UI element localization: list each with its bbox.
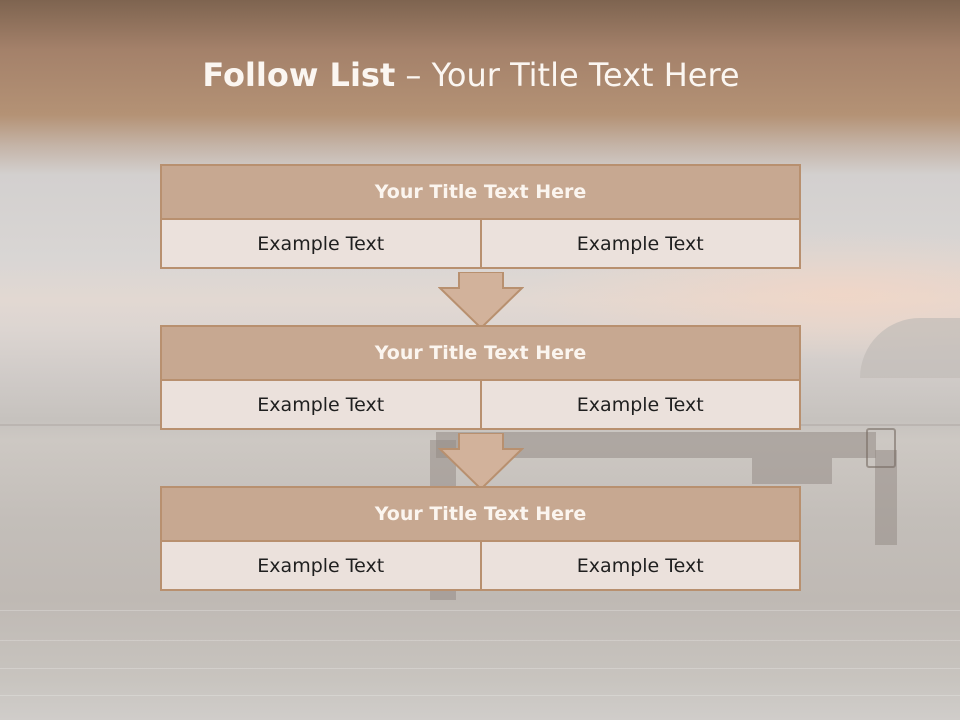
stage-row: Example Text Example Text: [160, 542, 801, 591]
water-ripple: [0, 610, 960, 611]
stage-cell: Example Text: [162, 542, 480, 589]
stage-2: Your Title Text Here Example Text Exampl…: [160, 325, 801, 430]
down-arrow-icon: [438, 433, 524, 491]
down-arrow-icon: [438, 272, 524, 330]
stage-row: Example Text Example Text: [160, 381, 801, 430]
stage-title: Your Title Text Here: [160, 164, 801, 220]
title-bold-part: Follow List: [202, 56, 396, 94]
stage-3: Your Title Text Here Example Text Exampl…: [160, 486, 801, 591]
stage-1: Your Title Text Here Example Text Exampl…: [160, 164, 801, 269]
water-ripple: [0, 668, 960, 669]
no-swimming-sign-icon: [866, 428, 896, 468]
stage-title: Your Title Text Here: [160, 486, 801, 542]
stage-cell: Example Text: [162, 220, 480, 267]
slide-title: Follow List – Your Title Text Here: [0, 56, 942, 94]
stage-cell: Example Text: [479, 220, 799, 267]
water-ripple: [0, 640, 960, 641]
title-separator: –: [395, 56, 432, 94]
stage-cell: Example Text: [162, 381, 480, 428]
stage-cell: Example Text: [479, 381, 799, 428]
title-rest: Your Title Text Here: [431, 56, 740, 94]
stage-row: Example Text Example Text: [160, 220, 801, 269]
water-ripple: [0, 695, 960, 696]
stage-cell: Example Text: [479, 542, 799, 589]
pier-post: [752, 458, 832, 484]
stage-title: Your Title Text Here: [160, 325, 801, 381]
pier-post: [875, 450, 897, 545]
